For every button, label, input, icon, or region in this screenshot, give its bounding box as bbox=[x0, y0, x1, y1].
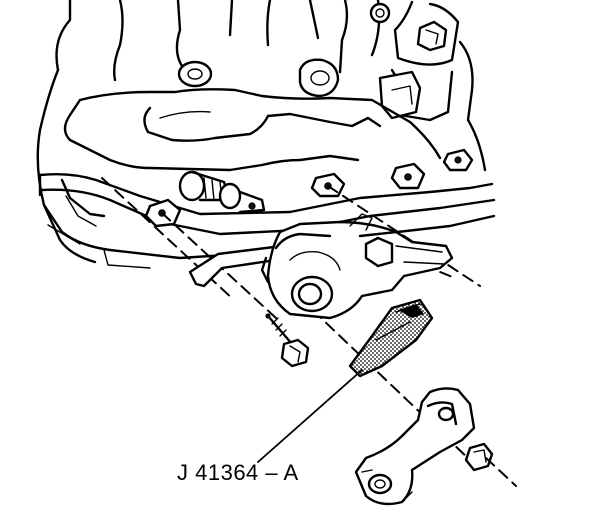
shift-lever bbox=[354, 387, 476, 506]
transmission-case bbox=[36, 0, 496, 269]
tool-leader-line bbox=[257, 369, 363, 463]
flange-boss-4 bbox=[442, 148, 474, 172]
mounting-bracket bbox=[188, 244, 284, 288]
switch-bolt bbox=[265, 313, 310, 368]
range-switch bbox=[260, 213, 454, 320]
lever-nut bbox=[464, 442, 517, 487]
tool-callout-label: J 41364 – A bbox=[177, 460, 299, 485]
flange-boss-3 bbox=[390, 162, 426, 190]
shift-shaft bbox=[178, 170, 266, 214]
alignment-tool bbox=[348, 298, 434, 378]
